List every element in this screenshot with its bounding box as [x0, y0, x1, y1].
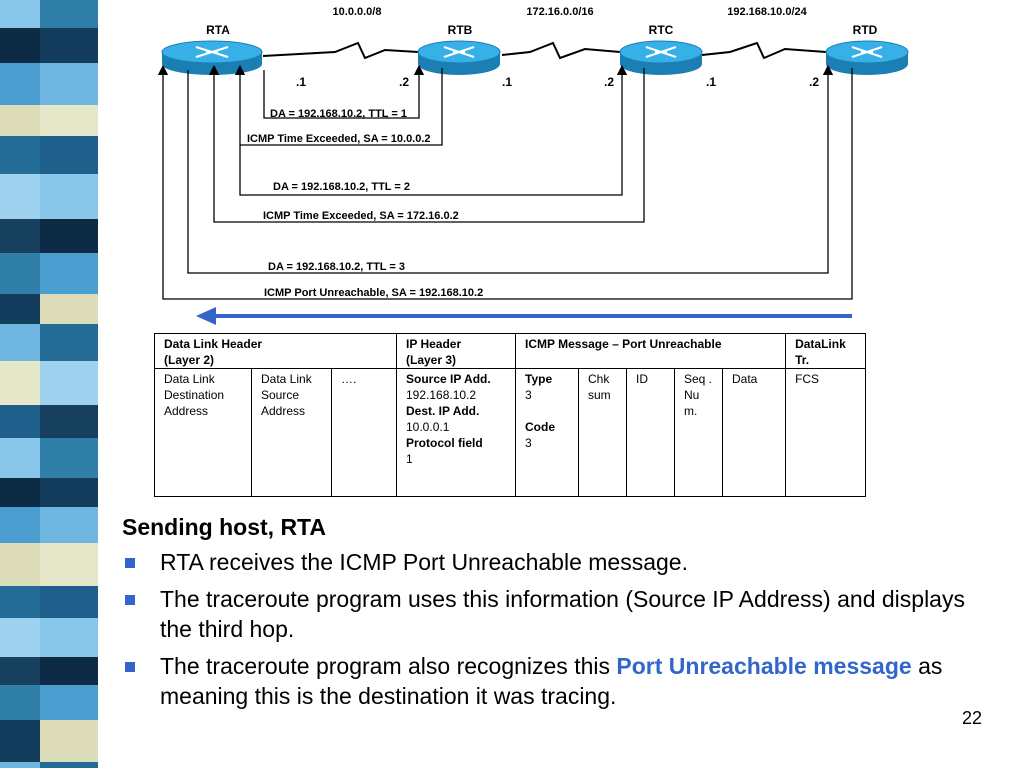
cell-type-code: Type 3 Code 3	[515, 368, 579, 497]
router-name-rtd: RTD	[853, 23, 878, 37]
bullet-text: The traceroute program also recognizes t…	[160, 653, 617, 679]
cell-icmp-header: ICMP Message – Port Unreachable	[514, 333, 787, 369]
router-icon-rtd	[825, 40, 909, 75]
protocol-label: Protocol field	[406, 436, 483, 450]
serial-link-rtb-rtc	[501, 41, 621, 60]
cell-dl-dest: Data Link Destination Address	[154, 368, 252, 497]
square-bullet-icon	[125, 662, 135, 672]
router-icon-rta	[161, 40, 263, 75]
cell-data: Data	[721, 368, 787, 497]
cell-checksum: Chk sum	[578, 368, 627, 497]
packet-header-table: Data Link Header (Layer 2) IP Header (Laye…	[154, 333, 867, 497]
cell-ellipsis: ….	[331, 368, 397, 497]
ip-header-text: IP Header	[406, 337, 462, 351]
interface-label: .1	[296, 75, 306, 89]
src-ip-label: Source IP Add.	[406, 372, 491, 386]
interface-label: .2	[604, 75, 614, 89]
direction-arrow	[196, 307, 852, 325]
square-bullet-icon	[125, 595, 135, 605]
protocol-value: 1	[406, 452, 413, 466]
decorative-sidebar	[0, 0, 98, 768]
type-label: Type	[525, 372, 553, 386]
trace-2-reply-line	[208, 64, 645, 223]
router-name-rtb: RTB	[448, 23, 473, 37]
trace-3-reply-label: ICMP Port Unreachable, SA = 192.168.10.2	[264, 287, 483, 299]
bullet-list: RTA receives the ICMP Port Unreachable m…	[122, 547, 1002, 711]
interface-label: .2	[399, 75, 409, 89]
bullet-item: The traceroute program uses this informa…	[122, 584, 1002, 644]
serial-link-rtc-rtd	[701, 41, 827, 60]
bullet-text: RTA receives the ICMP Port Unreachable m…	[160, 549, 688, 575]
trace-3-request-line	[187, 64, 834, 274]
trace-3-reply-line	[157, 64, 853, 300]
datalink-header-text: Data Link Header	[164, 337, 263, 351]
network-diagram: 10.0.0.0/8 172.16.0.0/16 192.168.10.0/24…	[157, 6, 909, 325]
bullet-text: The traceroute program uses this informa…	[160, 586, 965, 642]
trace-2-request-line	[239, 64, 628, 196]
datalink-header-sub: (Layer 2)	[164, 353, 215, 367]
router-icon-rtb	[417, 40, 501, 75]
interface-label: .1	[706, 75, 716, 89]
cell-fcs: FCS	[785, 368, 867, 497]
ip-header-sub: (Layer 3)	[406, 353, 457, 367]
dst-ip-label: Dest. IP Add.	[406, 404, 480, 418]
interface-label: .1	[502, 75, 512, 89]
cell-dl-src: Data Link Source Address	[251, 368, 332, 497]
highlight-text: Port Unreachable message	[616, 653, 912, 679]
cell-id: ID	[626, 368, 675, 497]
page-number: 22	[962, 708, 983, 728]
cell-trailer-header: DataLink Tr.	[785, 333, 867, 369]
bullet-item: The traceroute program also recognizes t…	[122, 651, 1002, 711]
bullet-item: RTA receives the ICMP Port Unreachable m…	[122, 547, 1002, 577]
type-value: 3	[525, 388, 532, 402]
router-name-rtc: RTC	[649, 23, 674, 37]
router-name-rta: RTA	[206, 23, 230, 37]
code-value: 3	[525, 436, 532, 450]
square-bullet-icon	[125, 558, 135, 568]
src-ip-value: 192.168.10.2	[406, 388, 477, 402]
cell-ip-header: IP Header (Layer 3)	[396, 333, 516, 369]
trace-1-reply-label: ICMP Time Exceeded, SA = 10.0.0.2	[247, 133, 431, 145]
trace-1-request-label: DA = 192.168.10.2, TTL = 1	[270, 108, 407, 120]
slide-heading: Sending host, RTA	[122, 514, 327, 540]
bullet-text: as meaning this is the destination it wa…	[160, 653, 943, 709]
network-label-1: 10.0.0.0/8	[333, 6, 382, 18]
interface-label: .2	[809, 75, 819, 89]
cell-seq: Seq . Nu m.	[674, 368, 723, 497]
cell-datalink-header: Data Link Header (Layer 2)	[154, 333, 397, 369]
table-header-row: Data Link Header (Layer 2) IP Header (Laye…	[154, 333, 867, 369]
network-label-2: 172.16.0.0/16	[526, 6, 593, 18]
trace-1-reply-line	[234, 64, 443, 146]
trace-2-reply-label: ICMP Time Exceeded, SA = 172.16.0.2	[263, 210, 459, 222]
network-label-3: 192.168.10.0/24	[727, 6, 807, 18]
trace-2-request-label: DA = 192.168.10.2, TTL = 2	[273, 181, 410, 193]
table-fields-row: Data Link Destination Address Data Link …	[154, 368, 867, 497]
code-label: Code	[525, 420, 555, 434]
trace-1-request-line	[263, 64, 425, 119]
trace-3-request-label: DA = 192.168.10.2, TTL = 3	[268, 261, 405, 273]
serial-link-rta-rtb	[262, 41, 419, 60]
router-icon-rtc	[619, 40, 703, 75]
slide-body: Sending host, RTA RTA receives the ICMP …	[122, 514, 1002, 718]
dst-ip-value: 10.0.0.1	[406, 420, 450, 434]
cell-ip-fields: Source IP Add. 192.168.10.2 Dest. IP Add…	[396, 368, 516, 497]
